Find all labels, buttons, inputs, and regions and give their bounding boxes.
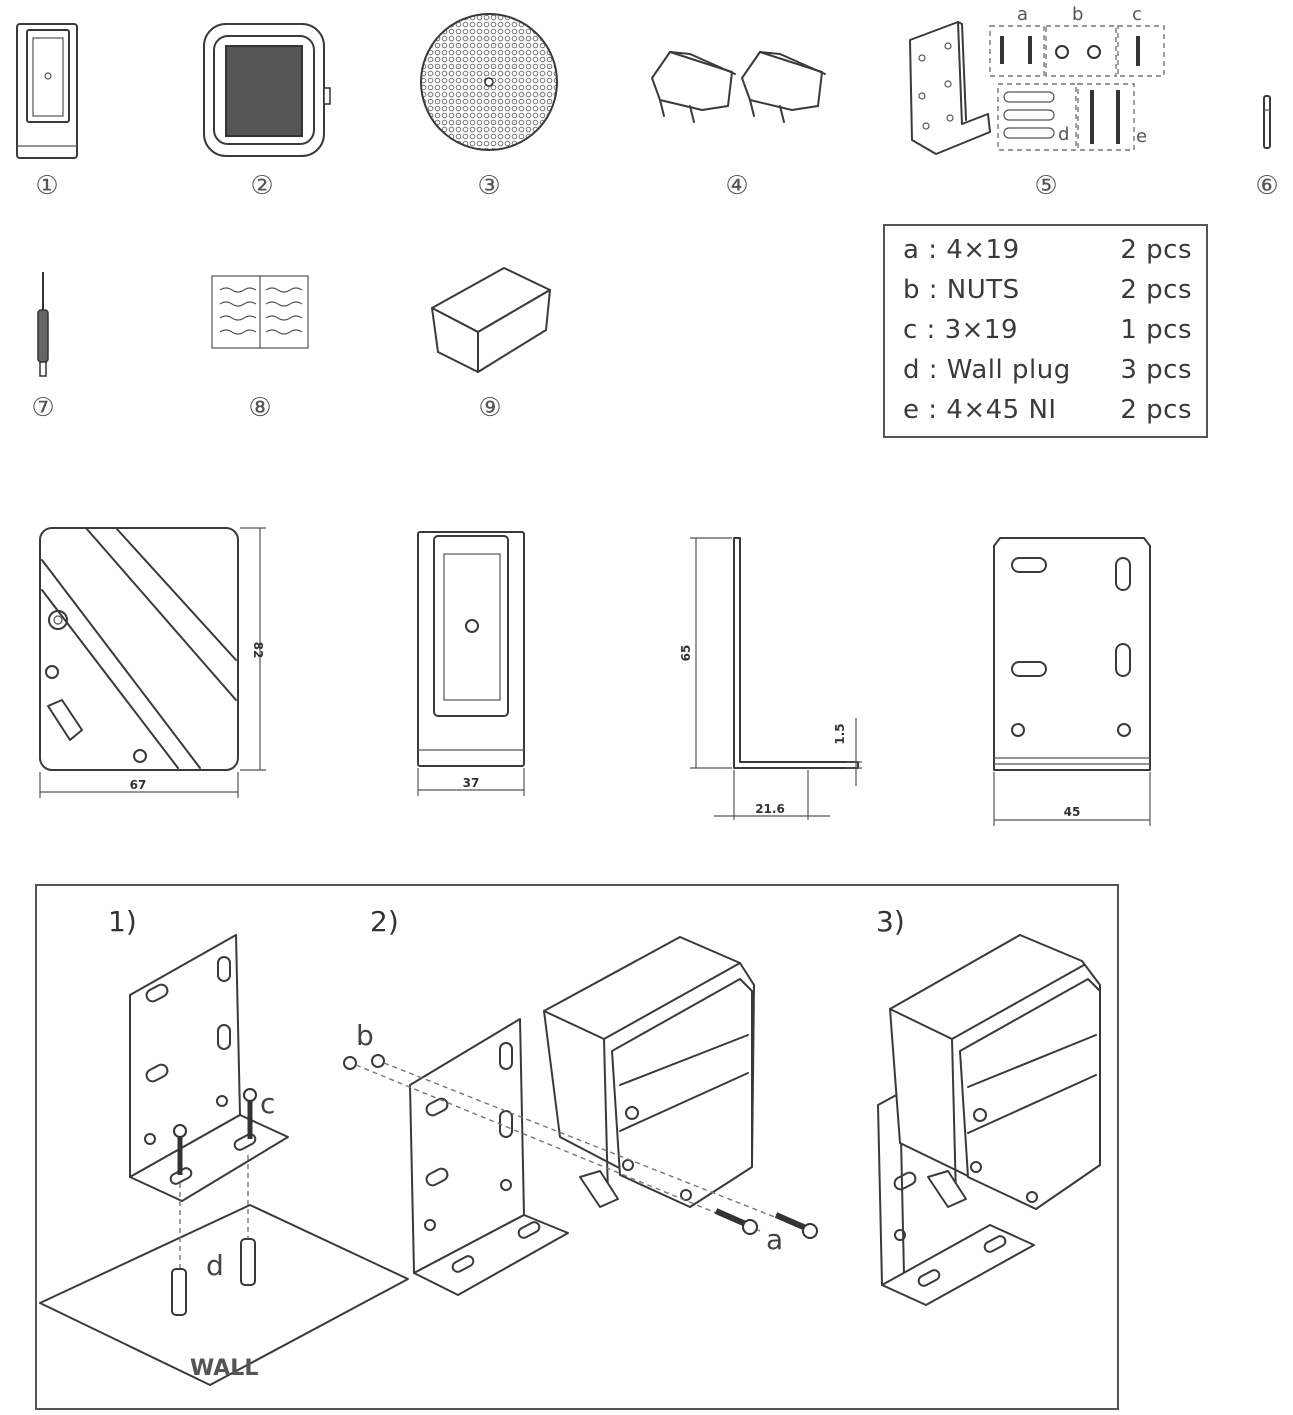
bracket-side-drawing: 65 21.6 1.5 [679, 537, 862, 820]
screw-label-c: c [1132, 4, 1142, 25]
part-number-6: ⑥ [1255, 171, 1278, 201]
step-2-drawing: b a [343, 936, 818, 1296]
spec-row: e : 4×45 NI 2 pcs [903, 390, 1192, 430]
bracket-with-screws-icon: a b c d e [909, 4, 1165, 155]
spec-item: d : Wall plug [903, 355, 1071, 385]
dim-housing-width: 67 [130, 778, 147, 792]
screw-label-e: e [1136, 126, 1147, 147]
screw-label-b: b [1072, 4, 1083, 25]
spec-item: a : 4×19 [903, 235, 1020, 265]
step-1-label: 1) [108, 905, 137, 938]
dim-bracket-depth: 21.6 [755, 802, 785, 816]
step-3-label: 3) [876, 905, 905, 938]
spec-item: b : NUTS [903, 275, 1020, 305]
installation-steps: 1) c d WALL 2) [35, 884, 1119, 1410]
spec-item: e : 4×45 NI [903, 395, 1057, 425]
clips-icon [651, 51, 826, 123]
part-number-3: ③ [477, 171, 500, 201]
part-number-1: ① [35, 171, 58, 201]
dim-bracket-width: 45 [1064, 805, 1081, 819]
part-number-2: ② [250, 171, 273, 201]
housing-side-drawing: 67 82 [39, 527, 266, 798]
camera-front-drawing: 37 [417, 531, 525, 796]
part-number-8: ⑧ [248, 393, 271, 423]
screwdriver-icon [37, 272, 49, 377]
spec-row: b : NUTS 2 pcs [903, 270, 1192, 310]
camera-unit-icon [16, 23, 78, 159]
part-number-4: ④ [725, 171, 748, 201]
screw-label-a: a [1017, 4, 1028, 25]
dim-front-width: 37 [463, 776, 480, 790]
spec-row: c : 3×19 1 pcs [903, 310, 1192, 350]
wall-label: WALL [190, 1356, 258, 1381]
spec-qty: 2 pcs [1120, 235, 1192, 265]
round-reflector-icon [420, 13, 558, 151]
step-2-label: 2) [370, 905, 399, 938]
spec-qty: 3 pcs [1120, 355, 1192, 385]
box-icon [431, 267, 551, 373]
manual-icon [211, 275, 309, 349]
part-number-5: ⑤ [1034, 171, 1057, 201]
parts-diagram: ① ② ③ ④ [16, 4, 1279, 423]
dim-bracket-height: 65 [679, 645, 693, 662]
step-1-label-c: c [260, 1087, 275, 1120]
dim-housing-height: 82 [251, 642, 265, 659]
reflector-housing-icon [203, 23, 331, 157]
step-1-label-d: d [206, 1249, 224, 1282]
spec-qty: 1 pcs [1120, 315, 1192, 345]
bracket-front-drawing: 45 [993, 537, 1151, 826]
step-3-drawing [877, 934, 1101, 1306]
step-2-label-a: a [766, 1223, 783, 1256]
screw-label-d: d [1058, 124, 1069, 145]
part-number-7: ⑦ [31, 393, 54, 423]
dimension-drawings: 67 82 37 65 21.6 1.5 [39, 527, 1151, 826]
spec-qty: 2 pcs [1120, 395, 1192, 425]
step-2-label-b: b [356, 1019, 374, 1052]
spec-item: c : 3×19 [903, 315, 1018, 345]
spec-qty: 2 pcs [1120, 275, 1192, 305]
spec-table: a : 4×19 2 pcs b : NUTS 2 pcs c : 3×19 1 pc… [883, 224, 1208, 438]
spec-row: d : Wall plug 3 pcs [903, 350, 1192, 390]
step-1-drawing: c d WALL [39, 934, 409, 1386]
spec-row: a : 4×19 2 pcs [903, 230, 1192, 270]
dim-bracket-thickness: 1.5 [833, 723, 847, 744]
part-number-9: ⑨ [478, 393, 501, 423]
pin-icon [1263, 95, 1271, 149]
